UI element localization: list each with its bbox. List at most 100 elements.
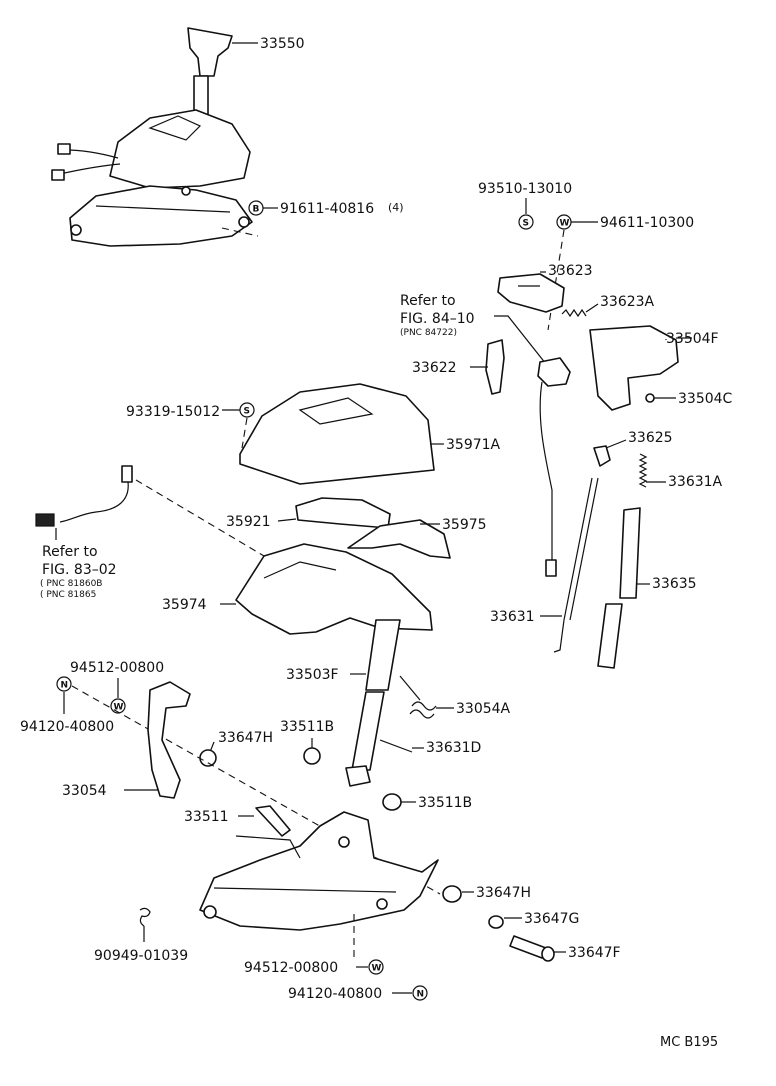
pin-33647F: [509, 935, 547, 959]
switch-wire: [539, 381, 553, 560]
harness-wire: [59, 481, 129, 523]
refer-label-2: Refer to: [42, 544, 98, 560]
code-circle-w-2: [110, 698, 126, 714]
refer-label-1: Refer to: [400, 293, 456, 309]
label-94512-b: 94512-00800: [244, 960, 338, 976]
label-33647F: 33647F: [568, 945, 621, 961]
label-94512-a: 94512-00800: [70, 660, 164, 676]
label-91611-qty: (4): [388, 201, 404, 214]
code-circle-s-1: [518, 214, 534, 230]
knob-body-33504F: [589, 325, 679, 411]
shift-cover-upper: [109, 109, 251, 189]
sleeve-33503F: [365, 619, 401, 691]
harness-connector: [35, 513, 55, 527]
bracket-33054: [147, 681, 191, 799]
pin-33647F-head: [541, 946, 555, 962]
leader-33625: [605, 439, 627, 449]
wire-1: [65, 149, 119, 159]
shaft-tip: [345, 765, 371, 787]
pin-33631D: [379, 739, 413, 753]
pnc84722: (PNC 84722): [400, 328, 457, 338]
label-33503F: 33503F: [286, 667, 339, 683]
label-33631: 33631: [490, 609, 535, 625]
housing-edge: [263, 561, 337, 579]
code-circle-n-2: [412, 985, 428, 1001]
diagram-code: MC B195: [660, 1035, 718, 1050]
connector-1: [57, 143, 71, 155]
connector-2: [51, 169, 65, 181]
leader-33054A-a: [399, 675, 421, 701]
wire-harness-83-02: [35, 465, 133, 540]
bolt-33511: [255, 805, 291, 837]
lower-pivot: [338, 836, 350, 848]
label-33550: 33550: [260, 36, 305, 52]
label-33631A: 33631A: [668, 474, 723, 490]
rod-33631: [563, 477, 593, 621]
pnc81860: ( PNC 81860B: [40, 579, 102, 589]
label-35974: 35974: [162, 597, 207, 613]
shift-base-lower: [199, 811, 439, 931]
base-mount-hole-2: [238, 216, 250, 228]
spring-33623A: [561, 308, 587, 318]
base-lower-arm: [235, 835, 301, 859]
spring-33054A: [409, 701, 437, 719]
label-33623: 33623: [548, 263, 593, 279]
base-bolt: [181, 186, 191, 196]
housing-35974: [235, 543, 433, 635]
label-94611: 94611-10300: [600, 215, 694, 231]
label-93510: 93510-13010: [478, 181, 572, 197]
label-35921: 35921: [226, 514, 271, 530]
shift-lever-assembly: [51, 27, 259, 247]
screw-33504C: [645, 393, 655, 403]
label-33504C: 33504C: [678, 391, 733, 407]
switch-connector: [545, 559, 557, 577]
shaft-lower: [351, 691, 385, 771]
label-35971A: 35971A: [446, 437, 501, 453]
label-33511B-b: 33511B: [418, 795, 472, 811]
bushing-33647H-a: [199, 749, 217, 767]
label-91611: 91611-40816: [280, 201, 374, 217]
code-circle-w-3: [368, 959, 384, 975]
shift-base-upper: [69, 185, 253, 247]
label-33647H-a: 33647H: [218, 730, 273, 746]
code-n-2: N: [417, 990, 425, 1000]
tube-33635-upper: [619, 507, 641, 599]
label-33623A: 33623A: [600, 294, 655, 310]
clip-33625: [593, 445, 611, 467]
bolt-leader: [221, 227, 259, 237]
bushing-33511B-b: [382, 793, 402, 811]
bushing-33511B-a: [303, 747, 321, 765]
leader-35921: [277, 518, 297, 522]
rod-33631-end: [553, 619, 565, 653]
label-93319: 93319-15012: [126, 404, 220, 420]
label-33511B-a: 33511B: [280, 719, 334, 735]
knob-button-33623: [497, 273, 565, 313]
dash-wire-cover: [135, 479, 265, 557]
label-33647H-b: 33647H: [476, 885, 531, 901]
overdrive-switch: [537, 357, 571, 387]
label-33631D: 33631D: [426, 740, 481, 756]
rod-33631-b: [569, 477, 599, 621]
cover-33622: [485, 339, 505, 395]
label-33054A: 33054A: [456, 701, 511, 717]
label-94120-a: 94120-40800: [20, 719, 114, 735]
console-slot: [298, 397, 374, 425]
clip-33647G: [488, 915, 504, 929]
base-lower-ridge: [213, 887, 397, 893]
code-b: B: [253, 205, 260, 215]
label-94120-b: 94120-40800: [288, 986, 382, 1002]
code-w-3: W: [372, 964, 382, 974]
tube-33635-lower: [597, 603, 623, 669]
bulb-socket: [121, 465, 133, 483]
leader-fig84: [494, 315, 547, 365]
lower-mount-hole-1: [203, 905, 217, 919]
clip-90949: [139, 907, 151, 927]
boot-35975: [347, 519, 451, 559]
label-33622: 33622: [412, 360, 457, 376]
code-s-2: S: [244, 407, 250, 417]
label-90949: 90949-01039: [94, 948, 188, 964]
code-circle-n-1: [56, 676, 72, 692]
label-33635: 33635: [652, 576, 697, 592]
label-33511: 33511: [184, 809, 229, 825]
